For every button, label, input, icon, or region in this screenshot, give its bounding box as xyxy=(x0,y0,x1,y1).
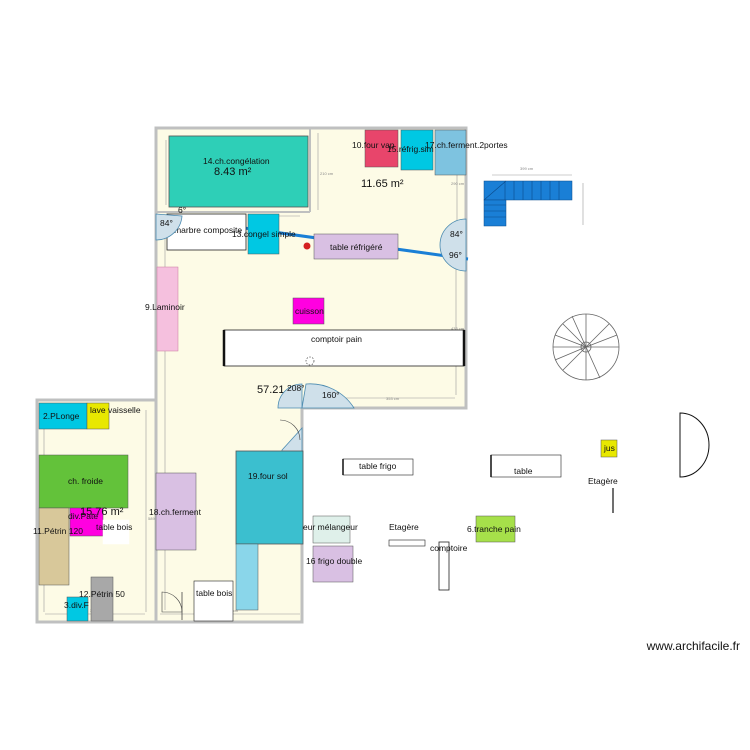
label-comptoir-pain: comptoir pain xyxy=(311,334,362,344)
label-div-f: 3.div.F xyxy=(64,600,89,610)
label-petrin-50: 12.Pétrin 50 xyxy=(79,589,125,599)
angle-84-right: 84° xyxy=(450,229,463,239)
label-lave-vaisselle: lave vaisselle xyxy=(90,405,141,415)
equip-congel-simple[interactable] xyxy=(247,213,280,255)
equip-lave-vaisselle[interactable] xyxy=(86,402,110,430)
equip-etagere-1[interactable] xyxy=(388,539,426,547)
label-plonge: 2.PLonge xyxy=(43,411,80,421)
label-petrin-120: 11.Pétrin 120 xyxy=(33,526,83,536)
marker-dot xyxy=(303,242,311,250)
equip-tranche-pain[interactable] xyxy=(475,515,516,543)
equip-div-pate[interactable] xyxy=(69,507,104,537)
cold-room-congelation[interactable] xyxy=(168,135,309,208)
equip-table-refrigere[interactable] xyxy=(313,233,399,260)
equip-div-f[interactable] xyxy=(66,596,89,622)
area-cold-room: 8.43 m² xyxy=(214,166,252,178)
label-ch-froide: ch. froide xyxy=(68,476,103,486)
door-arc-main-1[interactable] xyxy=(277,383,303,409)
equip-melangeur[interactable] xyxy=(312,515,351,544)
label-jus: jus xyxy=(603,443,615,453)
angle-208: 208° xyxy=(287,383,305,393)
label-congelation: 14.ch.congélation xyxy=(203,156,270,166)
label-tranche-pain: 6.tranche pain xyxy=(467,524,521,534)
label-melangeur: eur mélangeur xyxy=(303,522,358,532)
label-table: table xyxy=(514,466,533,476)
label-table-refrigere: table réfrigéré xyxy=(330,242,383,252)
label-four-vapeur: 10.four vap xyxy=(352,140,395,150)
equip-four-vapeur[interactable] xyxy=(364,129,399,168)
door-arc-left[interactable] xyxy=(155,213,183,241)
door-arc-left-wall[interactable] xyxy=(279,419,301,441)
angle-84-left: 84° xyxy=(160,218,173,228)
label-four-sol: 19.four sol xyxy=(248,471,288,481)
equip-petrin-120[interactable] xyxy=(38,507,70,586)
label-table-bois-2: table bois xyxy=(196,588,232,598)
label-congel-simple: 13.congel simple xyxy=(232,229,296,239)
dim-433: 433 cm xyxy=(451,326,465,331)
label-ferment-2portes: 17.ch.ferment.2portes xyxy=(425,140,508,150)
equip-ch-ferment[interactable] xyxy=(155,472,197,551)
equip-four-sol[interactable] xyxy=(235,450,304,545)
dim-290: 290 cm xyxy=(451,181,465,186)
equip-petrin-50[interactable] xyxy=(90,576,114,622)
label-refrig: 15.réfrig.sim xyxy=(387,144,434,154)
equip-comptoire[interactable] xyxy=(438,541,450,591)
spiral-staircase[interactable] xyxy=(552,313,620,381)
equip-ch-froide[interactable] xyxy=(38,454,129,509)
label-ch-ferment: 18.ch.ferment xyxy=(149,507,202,517)
half-circle-door[interactable] xyxy=(679,412,710,478)
label-div-pate: div.Pate xyxy=(68,511,98,521)
equip-refrig[interactable] xyxy=(400,129,434,171)
angle-96: 96° xyxy=(449,250,462,260)
equip-ferment-2portes[interactable] xyxy=(434,129,467,176)
equip-comptoir-pain[interactable] xyxy=(223,329,465,367)
label-laminoir: 9.Laminoir xyxy=(145,302,185,312)
equip-four-sol-front[interactable] xyxy=(235,543,259,611)
door-arc-main-2[interactable] xyxy=(301,383,355,409)
label-cuisson: cuisson xyxy=(295,306,324,316)
label-etagere-2: Etagère xyxy=(588,476,618,486)
l-stairs-steps xyxy=(483,180,560,218)
angle-6: 6° xyxy=(178,205,186,215)
equip-cuisson[interactable] xyxy=(292,297,325,325)
equip-table-bois-2[interactable] xyxy=(193,580,234,622)
archifacile-watermark[interactable]: www.archifacile.fr xyxy=(646,639,740,653)
label-table-bois-1: table bois xyxy=(96,522,132,532)
door-arc-right[interactable] xyxy=(439,218,467,272)
label-etagere-1: Etagère xyxy=(389,522,419,532)
equip-frigo-double[interactable] xyxy=(312,545,354,583)
label-table-frigo: table frigo xyxy=(359,461,397,471)
equip-jus[interactable] xyxy=(600,439,618,458)
dim-353: 353 cm xyxy=(386,396,400,401)
label-comptoire: comptoire xyxy=(430,543,468,553)
area-fridge-room: 11.65 m² xyxy=(361,178,404,190)
label-marbre: 7.marbre composite xyxy=(167,225,242,235)
dim-399: 399 cm xyxy=(520,166,534,171)
equip-table-bois-1[interactable] xyxy=(102,519,130,545)
angle-160: 160° xyxy=(322,390,340,400)
area-left-room: 15.76 m² xyxy=(80,506,124,518)
dim-210: 210 cm xyxy=(320,171,334,176)
comptoir-marker xyxy=(305,356,315,366)
label-frigo-double: 16 frigo double xyxy=(306,556,363,566)
equip-laminoir[interactable] xyxy=(156,266,179,352)
dim-589: 589 cm xyxy=(148,516,162,521)
